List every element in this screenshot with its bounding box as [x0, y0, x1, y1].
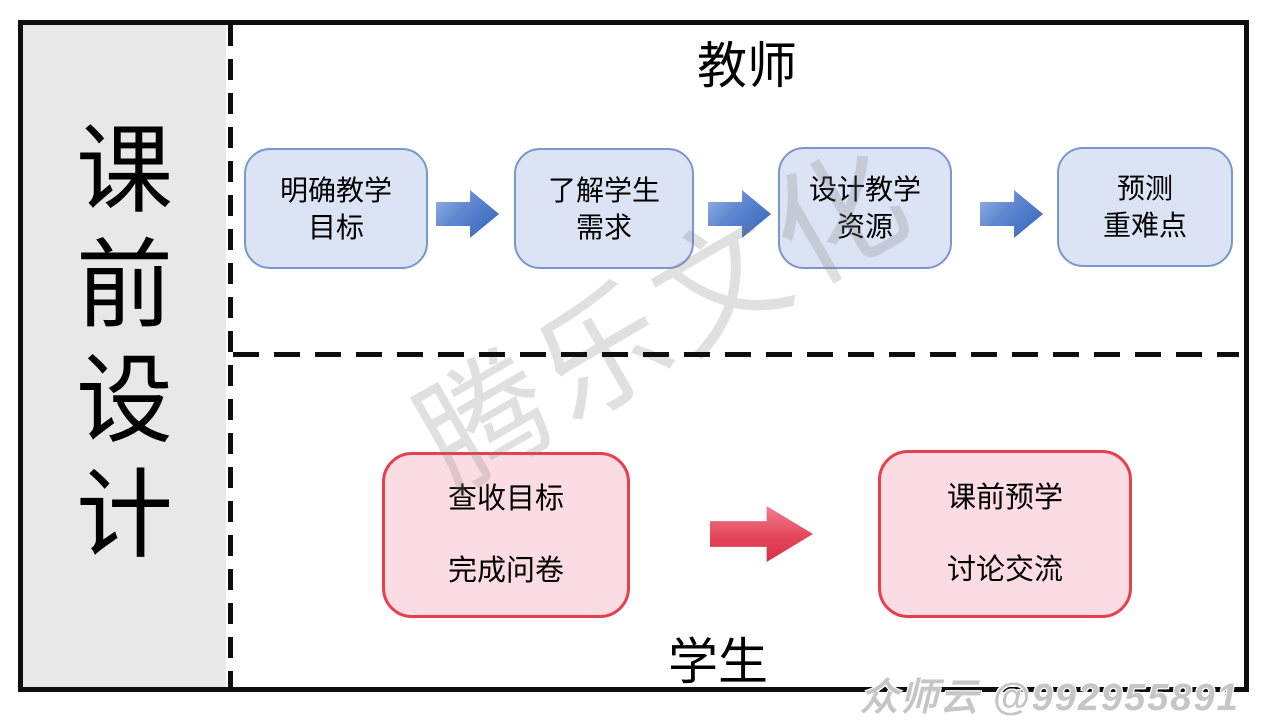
teacher-step-text: 预测	[1116, 173, 1173, 204]
horizontal-dashed-divider	[233, 352, 1239, 357]
teacher-step-text: 明确教学	[279, 174, 392, 206]
teacher-step-understand-needs: 了解学生 需求	[514, 148, 694, 269]
student-step-text: 讨论交流	[946, 554, 1063, 586]
student-step-text: 查收目标	[447, 483, 564, 515]
student-step-receive-objectives: 查收目标 完成问卷	[382, 452, 630, 618]
teacher-step-text: 需求	[575, 211, 632, 243]
student-step-text: 完成问卷	[447, 555, 564, 587]
teacher-step-text: 了解学生	[547, 174, 660, 206]
sidebar-title-panel: 课 前 设 计	[23, 25, 226, 687]
vertical-dashed-divider	[228, 25, 233, 687]
teacher-step-design-resources: 设计教学 资源	[778, 147, 952, 269]
teacher-lane-label: 教师	[697, 38, 797, 94]
sidebar-title-char: 计	[76, 461, 173, 570]
teacher-step-predict-difficulties: 预测 重难点	[1057, 147, 1233, 267]
teacher-step-clarify-objectives: 明确教学 目标	[244, 148, 428, 269]
teacher-step-text: 目标	[307, 211, 364, 243]
sidebar-title-char: 课	[76, 116, 173, 225]
teacher-step-text: 资源	[836, 211, 893, 242]
sidebar-title-char: 前	[76, 231, 173, 340]
student-lane-label: 学生	[668, 634, 768, 690]
student-step-text: 课前预学	[946, 482, 1063, 514]
student-step-preview-discuss: 课前预学 讨论交流	[878, 450, 1132, 618]
teacher-step-text: 重难点	[1102, 210, 1187, 241]
sidebar-title-char: 设	[76, 346, 173, 455]
teacher-step-text: 设计教学	[808, 174, 921, 205]
